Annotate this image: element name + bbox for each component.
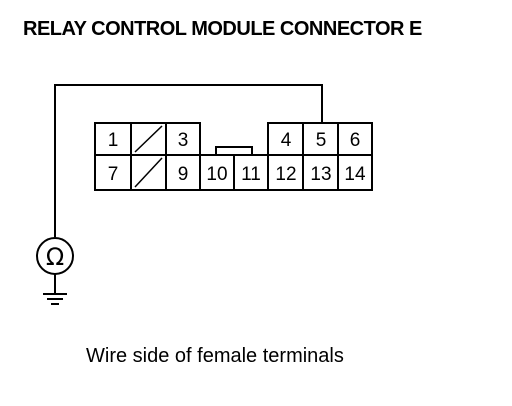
pin-label: 11 <box>241 164 261 185</box>
ohm-symbol: Ω <box>46 243 64 271</box>
pin-label: 10 <box>206 164 227 185</box>
pin-label: 7 <box>108 164 119 185</box>
pin-label: 1 <box>108 130 119 151</box>
pin-label: 5 <box>316 130 327 151</box>
connector-outline <box>94 122 373 191</box>
pin-label: 12 <box>275 164 296 185</box>
ground-icon <box>43 274 67 305</box>
diagram-caption: Wire side of female terminals <box>86 345 344 367</box>
lock-tab <box>215 146 253 155</box>
pin-label: 13 <box>310 164 331 185</box>
pin-label: 14 <box>344 164 366 185</box>
pin-label: 6 <box>350 130 361 151</box>
pin-label: 9 <box>178 164 189 185</box>
empty-cavity-slash <box>134 125 163 153</box>
probe-wire <box>54 84 323 237</box>
pin-label: 4 <box>281 130 292 151</box>
empty-cavity-slash <box>134 157 163 188</box>
diagram-title: RELAY CONTROL MODULE CONNECTOR E <box>23 18 422 40</box>
pin-label: 3 <box>178 130 189 151</box>
